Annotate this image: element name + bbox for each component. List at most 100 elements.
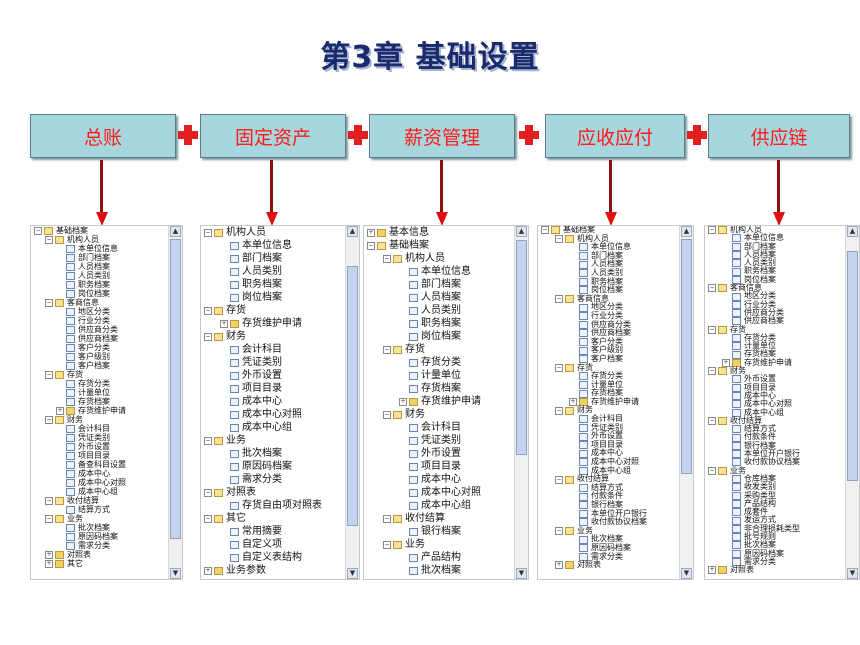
- tree-leaf-item[interactable]: 计量单位: [538, 380, 679, 390]
- minus-box-icon[interactable]: −: [383, 410, 391, 419]
- tree-folder-item[interactable]: +存货维护申请: [705, 358, 845, 367]
- tree-leaf-item[interactable]: 行业分类: [31, 316, 168, 325]
- tree-leaf-item[interactable]: 原因码档案: [31, 532, 168, 541]
- minus-box-icon[interactable]: −: [367, 241, 375, 250]
- minus-box-icon[interactable]: −: [45, 415, 53, 424]
- tree-leaf-item[interactable]: 产品结构: [705, 499, 845, 508]
- tree-leaf-item[interactable]: 成本中心组: [705, 408, 845, 417]
- tree-leaf-item[interactable]: 需求分类: [705, 557, 845, 567]
- tree-folder-item[interactable]: −业务: [201, 434, 345, 447]
- tree-folder-item[interactable]: −收付结算: [31, 496, 168, 505]
- tree-leaf-item[interactable]: 原因码档案: [538, 543, 679, 553]
- tree-leaf-item[interactable]: 成本中心对照: [538, 457, 679, 467]
- tree-folder-item[interactable]: −收付结算: [705, 416, 845, 425]
- tree-leaf-item[interactable]: 产品结构: [364, 551, 514, 564]
- tree-leaf-item[interactable]: 存货档案: [31, 397, 168, 406]
- minus-box-icon[interactable]: −: [555, 295, 563, 304]
- minus-box-icon[interactable]: −: [708, 367, 716, 376]
- tree-folder-item[interactable]: −基础档案: [538, 226, 679, 235]
- tree-leaf-item[interactable]: 结算方式: [705, 424, 845, 434]
- tree-leaf-item[interactable]: 项目目录: [538, 440, 679, 450]
- minus-box-icon[interactable]: −: [708, 466, 716, 475]
- scroll-thumb[interactable]: [681, 239, 692, 474]
- tree-leaf-item[interactable]: 采购类型: [705, 491, 845, 500]
- minus-box-icon[interactable]: −: [708, 416, 716, 425]
- tree-leaf-item[interactable]: 岗位档案: [31, 289, 168, 298]
- tree-folder-item[interactable]: −客商信息: [538, 294, 679, 304]
- tree-leaf-item[interactable]: 地区分类: [538, 303, 679, 312]
- tree-leaf-item[interactable]: 自定义表结构: [201, 551, 345, 564]
- module-receivable-payable[interactable]: 应收应付: [545, 114, 685, 158]
- tree-folder-item[interactable]: +存货维护申请: [364, 395, 514, 408]
- tree-folder-item[interactable]: −财务: [201, 330, 345, 343]
- tree-folder-item[interactable]: −对照表: [201, 486, 345, 499]
- tree-leaf-item[interactable]: 批号规则: [705, 532, 845, 542]
- scroll-up-icon[interactable]: ▲: [347, 226, 358, 237]
- tree-leaf-item[interactable]: 非合理损耗类型: [705, 524, 845, 533]
- scroll-down-icon[interactable]: ▼: [847, 568, 858, 579]
- minus-box-icon[interactable]: −: [555, 363, 563, 372]
- tree-leaf-item[interactable]: 计量单位: [364, 369, 514, 382]
- tree-leaf-item[interactable]: 需求分类: [31, 541, 168, 550]
- tree-leaf-item[interactable]: 成本中心组: [538, 466, 679, 476]
- tree-leaf-item[interactable]: 收付款协议档案: [538, 518, 679, 527]
- tree-leaf-item[interactable]: 岗位档案: [364, 330, 514, 343]
- minus-box-icon[interactable]: −: [708, 226, 716, 235]
- module-general-ledger[interactable]: 总账: [30, 114, 176, 158]
- tree-leaf-item[interactable]: 本单位信息: [31, 244, 168, 253]
- tree-leaf-item[interactable]: 部门档案: [538, 251, 679, 261]
- tree-folder-item[interactable]: −存货: [364, 343, 514, 356]
- tree-leaf-item[interactable]: 成本中心组: [31, 487, 168, 496]
- tree-leaf-item[interactable]: 职务档案: [705, 267, 845, 276]
- tree-leaf-item[interactable]: 存货分类: [364, 356, 514, 369]
- tree-leaf-item[interactable]: 人员类别: [201, 265, 345, 278]
- tree-leaf-item[interactable]: 客户级别: [31, 352, 168, 361]
- tree-folder-item[interactable]: −业务: [31, 514, 168, 523]
- tree-folder-item[interactable]: −机构人员: [705, 226, 845, 235]
- tree-folder-item[interactable]: −基础档案: [31, 226, 168, 235]
- tree-leaf-item[interactable]: 岗位档案: [201, 291, 345, 304]
- tree-leaf-item[interactable]: 常用摘要: [201, 525, 345, 538]
- scroll-thumb[interactable]: [170, 239, 181, 539]
- tree-leaf-item[interactable]: 人员档案: [705, 250, 845, 260]
- tree-leaf-item[interactable]: 银行档案: [705, 441, 845, 450]
- tree-leaf-item[interactable]: 成本中心: [201, 395, 345, 408]
- tree-leaf-item[interactable]: 外币设置: [364, 447, 514, 460]
- plus-box-icon[interactable]: +: [45, 550, 53, 559]
- tree-leaf-item[interactable]: 计量单位: [31, 388, 168, 397]
- tree-leaf-item[interactable]: 计量单位: [705, 341, 845, 351]
- tree-leaf-item[interactable]: 项目目录: [201, 382, 345, 395]
- tree-folder-item[interactable]: −机构人员: [364, 252, 514, 265]
- module-fixed-assets[interactable]: 固定资产: [200, 114, 346, 158]
- tree-folder-item[interactable]: −业务: [705, 466, 845, 475]
- scroll-up-icon[interactable]: ▲: [516, 226, 527, 237]
- tree-leaf-item[interactable]: 职务档案: [31, 280, 168, 289]
- tree-leaf-item[interactable]: 成本中心: [364, 473, 514, 486]
- minus-box-icon[interactable]: −: [555, 406, 563, 415]
- minus-box-icon[interactable]: −: [541, 226, 549, 235]
- tree-leaf-item[interactable]: 需求分类: [538, 552, 679, 562]
- minus-box-icon[interactable]: −: [555, 527, 563, 536]
- tree-folder-item[interactable]: −其它: [201, 512, 345, 525]
- tree-leaf-item[interactable]: 供应商分类: [538, 320, 679, 330]
- tree-leaf-item[interactable]: 供应商分类: [705, 308, 845, 318]
- tree-leaf-item[interactable]: 部门档案: [31, 253, 168, 262]
- tree-leaf-item[interactable]: 存货分类: [31, 379, 168, 388]
- tree-leaf-item[interactable]: 银行档案: [364, 525, 514, 538]
- scroll-thumb[interactable]: [347, 266, 358, 526]
- plus-box-icon[interactable]: +: [555, 561, 563, 570]
- tree-leaf-item[interactable]: 成本中心对照: [201, 408, 345, 421]
- minus-box-icon[interactable]: −: [45, 235, 53, 244]
- tree-leaf-item[interactable]: 本单位信息: [201, 239, 345, 252]
- tree-leaf-item[interactable]: 成本中心对照: [31, 478, 168, 487]
- tree-leaf-item[interactable]: 职务档案: [201, 278, 345, 291]
- tree-folder-item[interactable]: +对照表: [31, 550, 168, 559]
- tree-folder-item[interactable]: +对照表: [538, 561, 679, 570]
- minus-box-icon[interactable]: −: [204, 228, 212, 237]
- tree-leaf-item[interactable]: 客户分类: [31, 343, 168, 352]
- tree-leaf-item[interactable]: 行业分类: [705, 300, 845, 309]
- tree-leaf-item[interactable]: 成本中心组: [364, 499, 514, 512]
- scroll-up-icon[interactable]: ▲: [681, 226, 692, 237]
- minus-box-icon[interactable]: −: [45, 496, 53, 505]
- tree-leaf-item[interactable]: 本单位开户银行: [705, 449, 845, 459]
